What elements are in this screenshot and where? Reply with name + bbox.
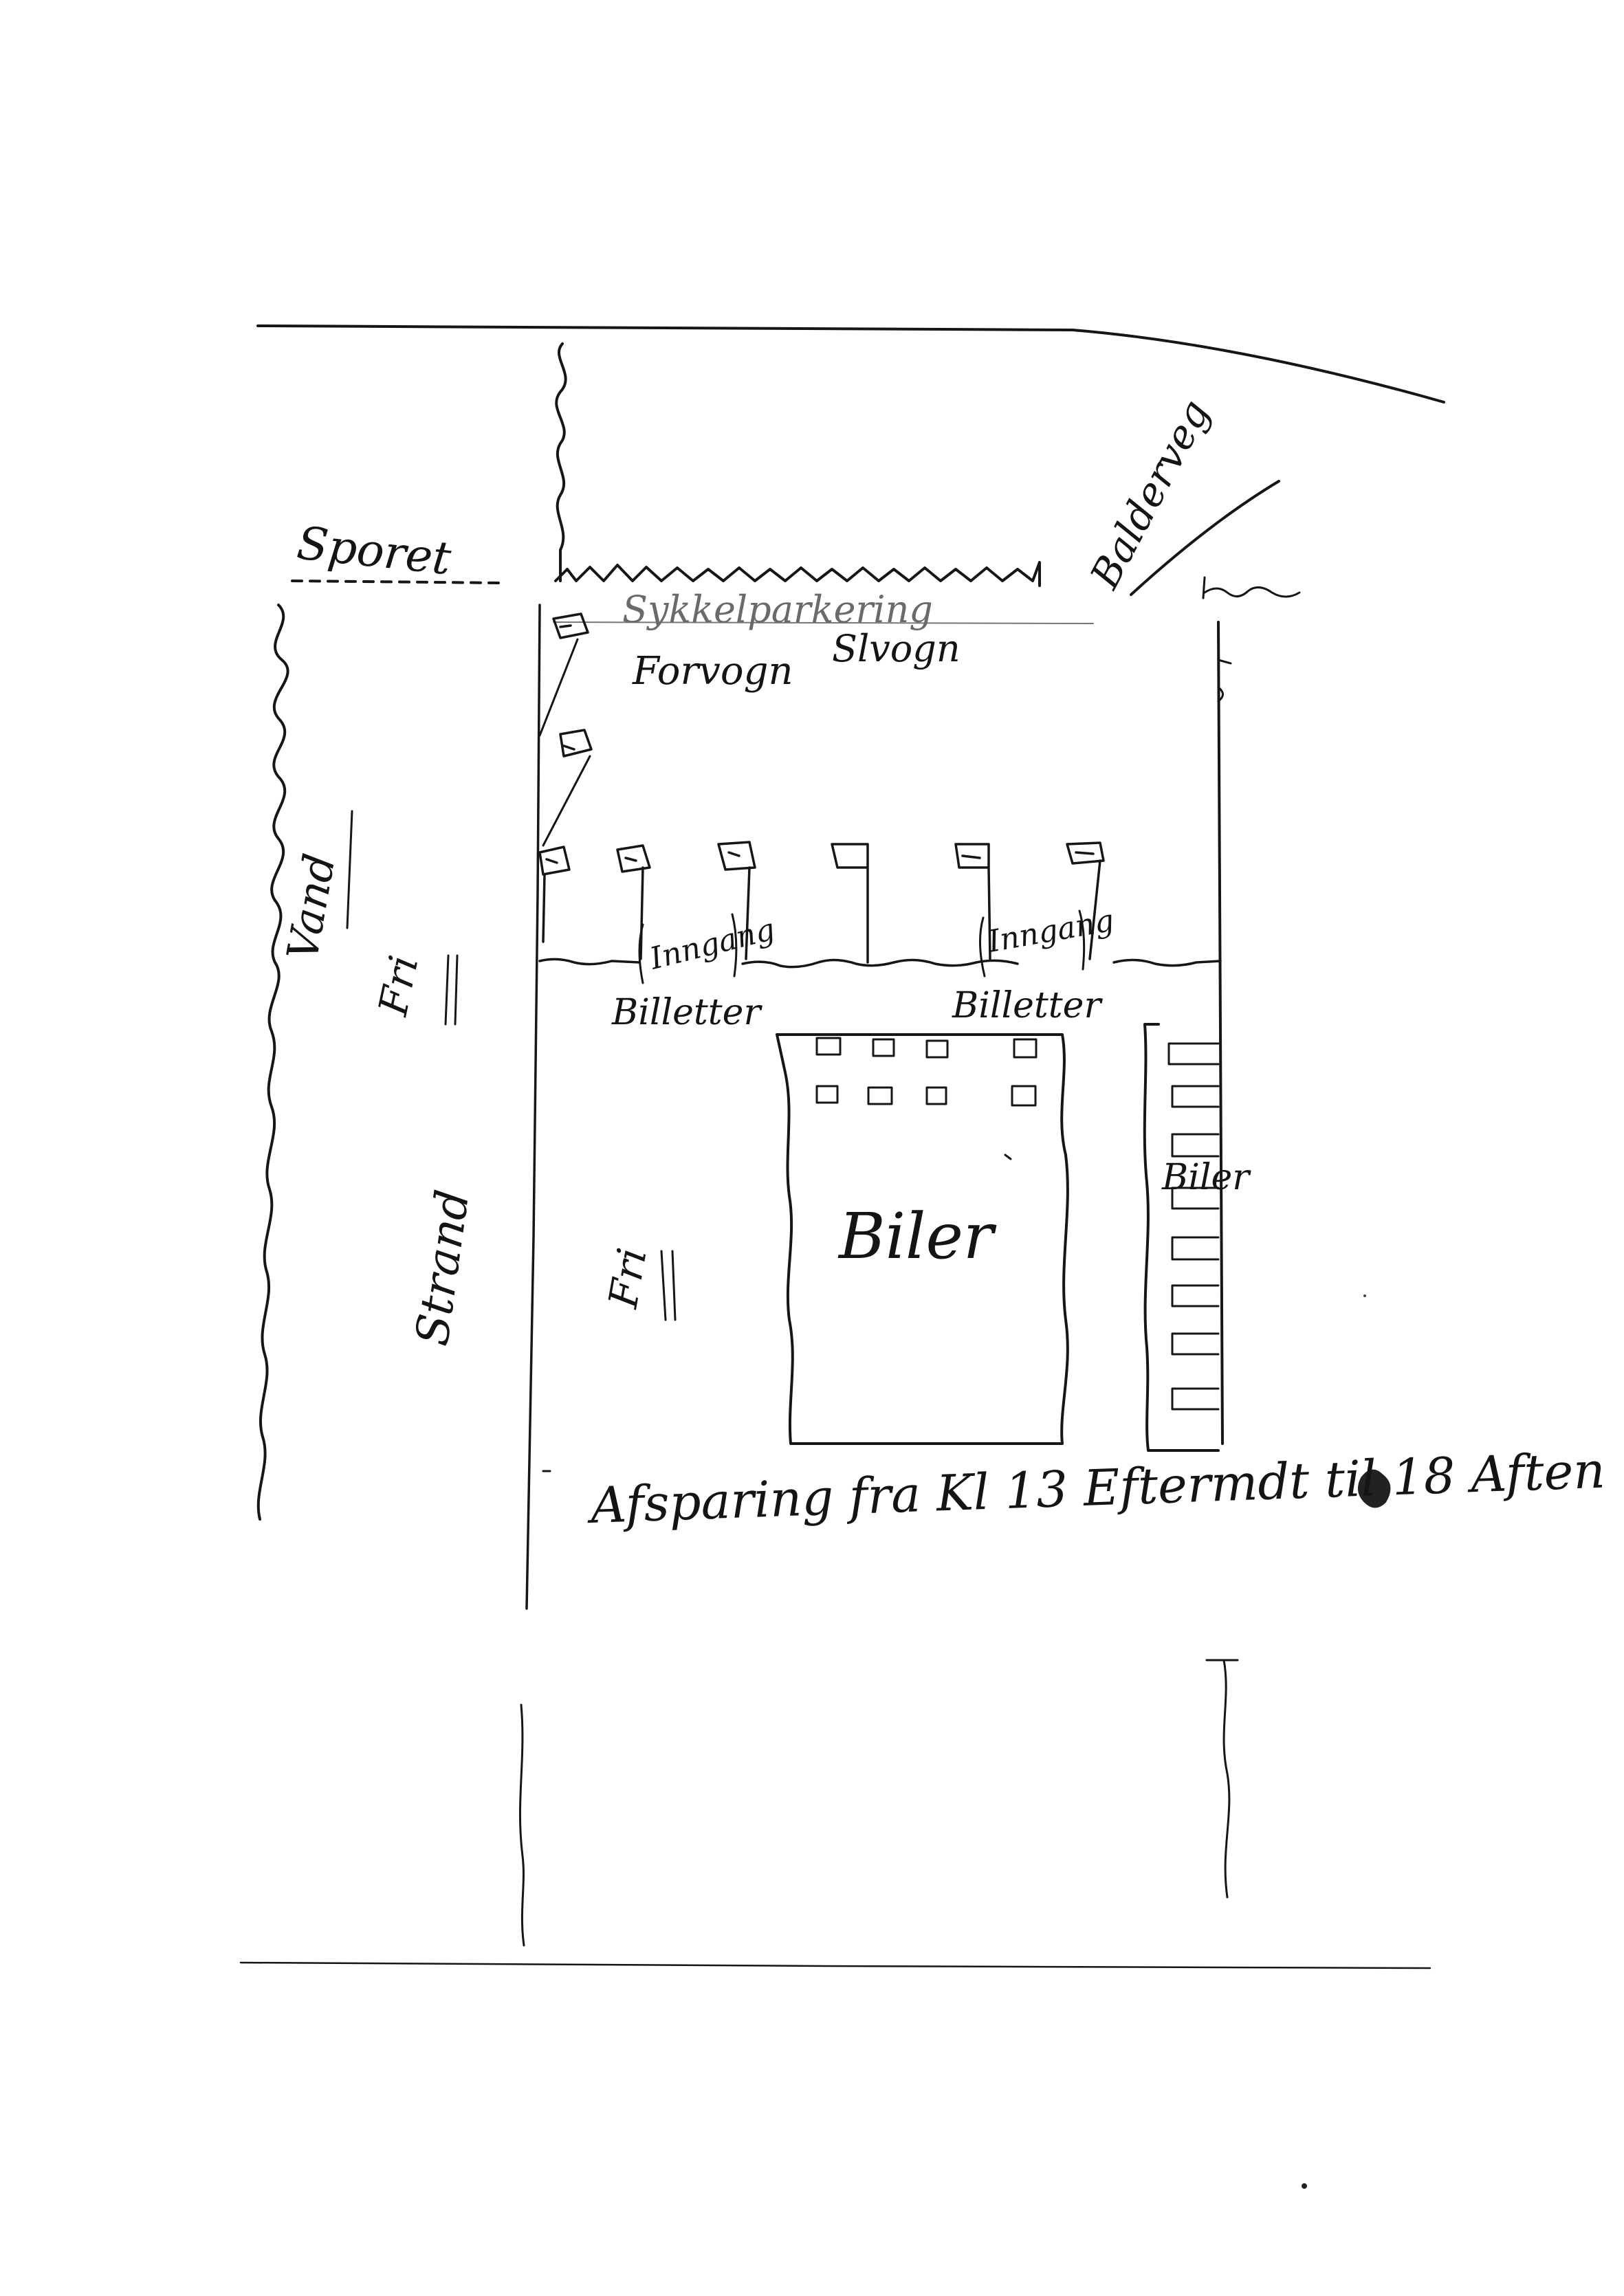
car-lot-boxes <box>815 1037 1038 1107</box>
balderveg-label: Balderveg <box>1081 393 1219 597</box>
stray-dot <box>1363 1294 1366 1297</box>
car-lot-outline <box>776 1033 1069 1445</box>
right-parking-boxes <box>1167 1042 1220 1411</box>
bottom-boundary-line <box>239 1961 1431 1969</box>
forvogn-label: Forvogn <box>632 649 793 694</box>
parking-box <box>1171 1085 1220 1108</box>
flag-icon <box>1066 841 1105 960</box>
right-top-wave <box>1202 576 1301 599</box>
sykkelparkering-baseline <box>553 621 1094 624</box>
parking-box <box>1171 1332 1220 1356</box>
car-box <box>1013 1038 1038 1059</box>
upper-wavy-boundary <box>555 342 567 582</box>
sporet-dashed-line <box>291 579 503 584</box>
inngang-right-bracket <box>979 909 1086 978</box>
right-lower-line <box>1205 1659 1239 1899</box>
fri-mid-label: Fri <box>600 1244 656 1312</box>
small-mark <box>1004 1153 1012 1160</box>
parking-box <box>1167 1042 1220 1066</box>
top-boundary-line <box>256 324 1445 404</box>
lower-vertical-line <box>518 1703 525 1947</box>
right-vertical-boundary <box>1217 621 1224 1445</box>
car-box <box>867 1086 893 1105</box>
car-box <box>872 1038 895 1057</box>
parking-box <box>1171 1133 1220 1158</box>
car-box <box>1011 1085 1037 1107</box>
main-vertical-boundary <box>525 604 541 1610</box>
middle-fence-line <box>538 958 1222 969</box>
parking-box <box>1171 1387 1220 1411</box>
strand-label: Strand <box>406 1186 480 1349</box>
sporet-label: Sporet <box>294 516 454 585</box>
car-box <box>925 1039 949 1059</box>
car-box <box>925 1086 947 1105</box>
fri-left-line <box>346 810 459 1026</box>
balderveg-road-line <box>1130 480 1280 596</box>
fri-left-label: Fri <box>369 951 428 1020</box>
flag-icon <box>559 729 593 758</box>
inngang-left-label: Inngang <box>646 912 778 976</box>
flag-icon <box>717 841 756 960</box>
flag-icon <box>538 846 571 943</box>
caption-label: Afsparing fra Kl 13 Eftermdt til 18 Afte… <box>586 1442 1606 1535</box>
water-edge-wavy <box>256 604 289 1521</box>
ink-blot <box>1358 1469 1391 1508</box>
parking-box <box>1171 1284 1220 1307</box>
flag-icon <box>616 844 651 960</box>
inngang-left-bracket <box>638 913 738 984</box>
car-box <box>815 1037 842 1056</box>
biler-right-label: Biler <box>1161 1157 1251 1198</box>
biler-main-label: Biler <box>837 1200 997 1273</box>
parking-box <box>1171 1186 1220 1210</box>
parking-box <box>1171 1236 1220 1261</box>
diagonal-line-left-flags <box>538 638 591 847</box>
billetter-right-label: Billetter <box>952 985 1103 1026</box>
flag-icon <box>954 843 991 960</box>
car-box <box>815 1085 839 1104</box>
right-parking-strip <box>1143 1023 1220 1452</box>
flag-row <box>538 612 1105 964</box>
stray-dot <box>1302 2183 1307 2189</box>
sykkelparkering-label: Sykkelparkering <box>622 588 933 631</box>
flag-icon <box>552 612 589 639</box>
vand-label: Vand <box>277 850 345 964</box>
billetter-left-label: Billetter <box>611 992 762 1033</box>
top-fence-zigzag <box>554 561 1041 587</box>
right-boundary-tick <box>1217 659 1232 703</box>
flag-icon <box>831 843 869 964</box>
slvogn-label: Slvogn <box>832 627 961 670</box>
fri-mid-lines <box>660 1250 677 1321</box>
inngang-right-label: Inngang <box>985 903 1117 960</box>
